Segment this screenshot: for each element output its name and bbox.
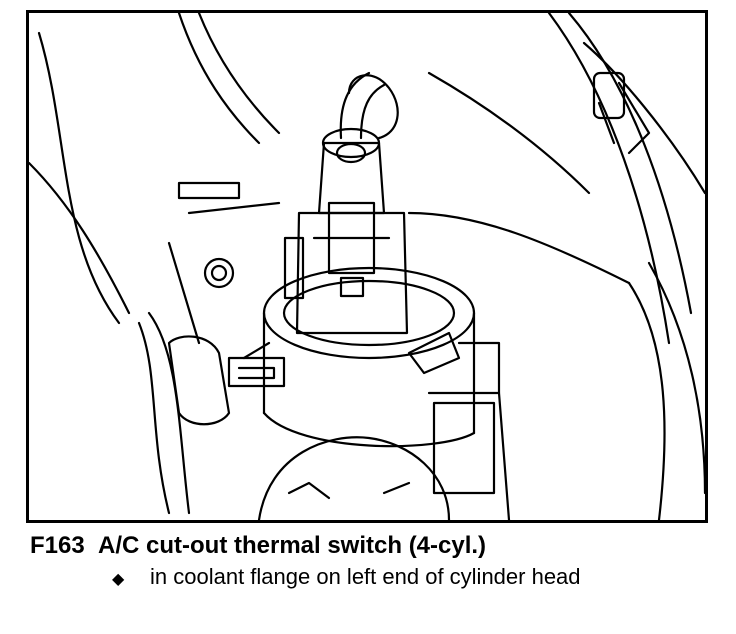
illustration-frame bbox=[26, 10, 708, 523]
figure-title: A/C cut-out thermal switch (4-cyl.) bbox=[98, 532, 487, 559]
figure-id: F163 bbox=[30, 532, 85, 559]
ac-thermal-switch-illustration bbox=[29, 13, 705, 520]
bullet-text: in coolant flange on left end of cylinde… bbox=[150, 564, 581, 589]
figure-caption: F163 A/C cut-out thermal switch (4-cyl.)… bbox=[30, 532, 730, 593]
caption-heading: F163 A/C cut-out thermal switch (4-cyl.) bbox=[30, 532, 730, 560]
caption-bullet: ◆ in coolant flange on left end of cylin… bbox=[112, 564, 730, 593]
diamond-bullet-icon: ◆ bbox=[112, 571, 125, 588]
